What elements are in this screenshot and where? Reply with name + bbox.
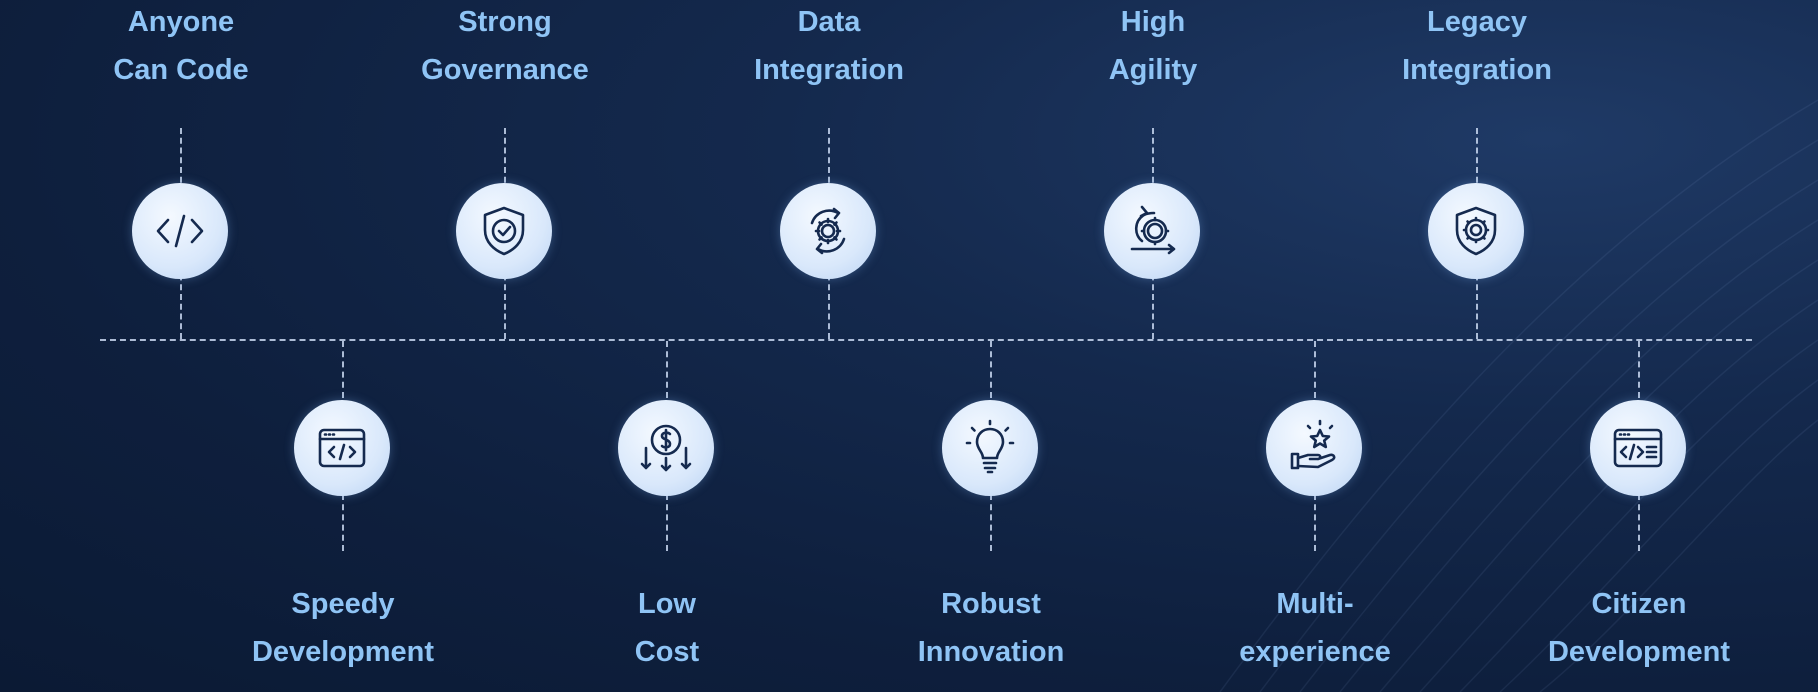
node-anyone-can-code: Anyone Can Code — [31, 0, 331, 692]
label-line-2: Agility — [1108, 54, 1198, 86]
label-line-2: Governance — [421, 54, 589, 86]
icon-circle — [942, 400, 1038, 496]
icon-circle — [1590, 400, 1686, 496]
lightbulb-icon — [965, 419, 1015, 474]
node-multi-experience: Multi- experience — [1165, 0, 1465, 692]
label-line-2: Integration — [754, 54, 904, 86]
label-line-2: Development — [251, 636, 435, 668]
shield-check-icon — [483, 206, 525, 256]
label-line-1: Low — [638, 588, 696, 620]
icon-circle — [618, 400, 714, 496]
label-line-2: Development — [1547, 636, 1731, 668]
node-label: Data Integration — [679, 0, 979, 94]
browser-code-icon — [318, 428, 366, 468]
node-data-integration: Data Integration — [679, 0, 979, 692]
node-robust-innovation: Robust Innovation — [841, 0, 1141, 692]
node-legacy-integration: Legacy Integration — [1327, 0, 1627, 692]
agile-gear-arrow-icon — [1130, 205, 1176, 255]
node-label: Anyone Can Code — [31, 0, 331, 94]
dollar-down-arrows-icon — [640, 424, 692, 472]
browser-code-lines-icon — [1613, 428, 1663, 468]
label-line-1: Strong — [458, 6, 552, 38]
node-label: Legacy Integration — [1327, 0, 1627, 94]
icon-circle — [456, 183, 552, 279]
node-label: High Agility — [1003, 0, 1303, 94]
icon-circle — [780, 183, 876, 279]
label-line-2: experience — [1239, 636, 1391, 668]
node-strong-governance: Strong Governance — [355, 0, 655, 692]
label-line-2: Integration — [1402, 54, 1552, 86]
label-line-1: Multi- — [1276, 588, 1354, 620]
node-high-agility: High Agility — [1003, 0, 1303, 692]
node-label: Low Cost — [517, 580, 817, 676]
node-label: Robust Innovation — [841, 580, 1141, 676]
label-line-1: Anyone — [127, 6, 235, 38]
gear-cycle-icon — [810, 207, 846, 255]
label-line-1: High — [1120, 6, 1186, 38]
icon-circle — [1428, 183, 1524, 279]
node-label: Multi- experience — [1165, 580, 1465, 676]
label-line-1: Citizen — [1591, 588, 1687, 620]
shield-gear-icon — [1455, 206, 1497, 256]
icon-circle — [294, 400, 390, 496]
icon-circle — [1104, 183, 1200, 279]
code-brackets-icon — [156, 214, 204, 248]
label-line-1: Robust — [941, 588, 1041, 620]
node-label: Speedy Development — [193, 580, 493, 676]
node-speedy-development: Speedy Development — [193, 0, 493, 692]
label-line-1: Legacy — [1427, 6, 1527, 38]
node-label: Citizen Development — [1489, 580, 1789, 676]
timeline-axis-line — [100, 339, 1752, 341]
label-line-2: Cost — [634, 636, 700, 668]
label-line-2: Can Code — [113, 54, 249, 86]
icon-circle — [1266, 400, 1362, 496]
icon-circle — [132, 183, 228, 279]
node-low-cost: Low Cost — [517, 0, 817, 692]
label-line-1: Speedy — [291, 588, 395, 620]
node-citizen-development: Citizen Development — [1489, 0, 1789, 692]
label-line-2: Innovation — [917, 636, 1065, 668]
node-label: Strong Governance — [355, 0, 655, 94]
hand-star-icon — [1290, 419, 1336, 470]
label-line-1: Data — [797, 6, 861, 38]
